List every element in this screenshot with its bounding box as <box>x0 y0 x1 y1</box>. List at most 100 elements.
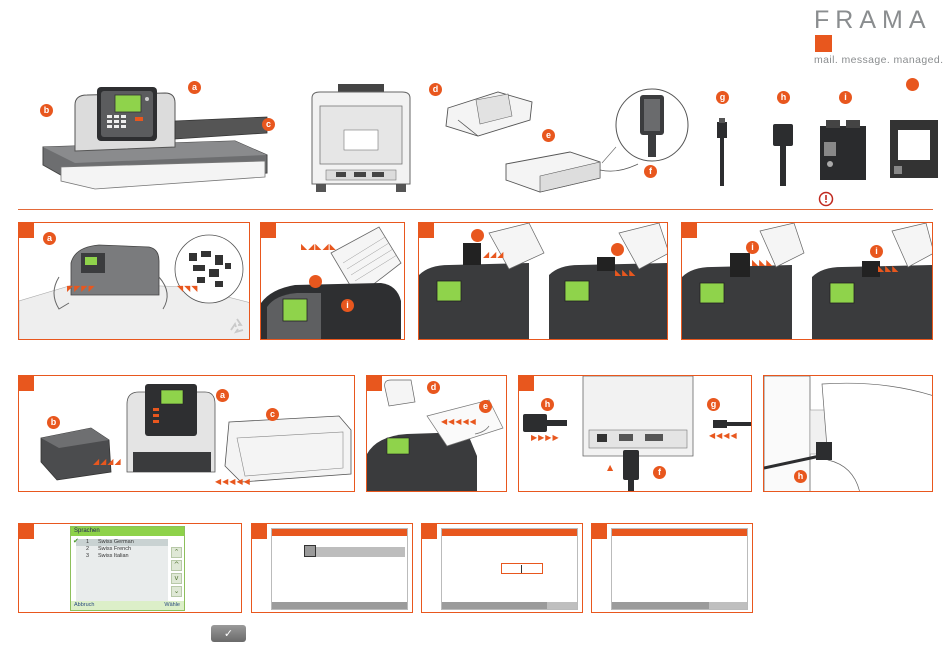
option-row[interactable] <box>305 547 405 557</box>
label-badge-i: i <box>870 245 883 258</box>
checkmark-icon: ✓ <box>224 627 233 640</box>
footer-softkey[interactable] <box>547 602 577 609</box>
confirm-checkmark-button[interactable]: ✓ <box>211 625 246 642</box>
list-item[interactable]: 3 Swiss Italian <box>76 553 168 560</box>
text-cursor <box>521 565 522 573</box>
language-selection-screen: Sprachen ✔ 1 Swiss German 2 Swiss French… <box>70 526 185 611</box>
screen-footer-bar <box>612 602 747 609</box>
cartridge-holder-illustration <box>888 118 942 182</box>
scale-platform-illustration <box>438 90 538 142</box>
frama-logo: FRAMA mail. message. managed. <box>814 6 946 66</box>
attach-arrows: ◢◢◢◢ <box>93 458 122 466</box>
logo-wordmark: FRAMA <box>814 6 932 35</box>
scroll-up-icon[interactable]: ^ <box>171 560 182 571</box>
setup-screen-checkbox <box>271 528 408 610</box>
label-badge-h: h <box>777 91 790 104</box>
step-panel-unpack: a ◤◤◤◤ ◥◥◥ <box>18 222 250 340</box>
label-badge-e: e <box>479 400 492 413</box>
screen-footer-bar <box>272 602 407 609</box>
screen-header-bar <box>442 529 577 536</box>
language-list: ✔ 1 Swiss German 2 Swiss French 3 Swiss … <box>76 539 168 601</box>
label-badge-i: i <box>341 299 354 312</box>
slide-arrows: ◀◀◀◀◀ <box>441 418 477 426</box>
step-panel-open-cover: ◣◢◣◢◣ i <box>260 222 405 340</box>
label-badge-d: d <box>429 83 442 96</box>
label-badge-d: d <box>427 381 440 394</box>
unpack-illustration <box>19 233 250 340</box>
step-panel-plug-power: h <box>763 375 933 492</box>
insert-holder-illustration <box>419 223 668 340</box>
page-up-icon[interactable]: ⌃ <box>171 547 182 558</box>
select-button[interactable]: Wähle <box>164 601 180 610</box>
logo-tagline: mail. message. managed. <box>814 54 946 66</box>
cancel-button[interactable]: Abbruch <box>74 601 95 610</box>
label-badge-f: f <box>644 165 657 178</box>
step-panel-attach-scale: d e ◀◀◀◀◀ <box>366 375 507 492</box>
insert-arrows: ◢◢◢ <box>483 251 504 259</box>
insert-arrows: ◣◣◣ <box>878 265 899 273</box>
screen-header-bar <box>612 529 747 536</box>
setup-screen-input <box>441 528 578 610</box>
assemble-trays-illustration <box>19 376 355 492</box>
logo-square-icon <box>815 35 832 52</box>
orange-marker-badge <box>611 243 624 256</box>
network-cable-illustration <box>710 118 734 188</box>
scroll-controls: ⌃ ^ v ⌄ <box>171 547 182 599</box>
recycle-icon <box>229 318 245 334</box>
label-badge-a: a <box>188 81 201 94</box>
exclamation-circle-icon <box>818 191 834 207</box>
setup-screen-blank <box>611 528 748 610</box>
plug-power-illustration <box>764 376 933 492</box>
checkbox-icon[interactable] <box>304 545 316 557</box>
open-cover-illustration <box>261 223 405 340</box>
orange-marker-badge <box>309 275 322 288</box>
label-badge-i: i <box>839 91 852 104</box>
ink-cartridge-illustration <box>818 120 868 182</box>
list-item[interactable]: 2 Swiss French <box>76 546 168 553</box>
insert-cartridge-illustration <box>682 223 933 340</box>
label-badge-h: h <box>541 398 554 411</box>
section-divider <box>18 209 933 210</box>
attach-scale-illustration <box>367 376 507 492</box>
lift-arrows: ◤◤◤◤ <box>67 285 96 293</box>
footer-softkey[interactable] <box>709 602 747 609</box>
step-corner-marker <box>251 523 267 539</box>
checkmark-icon: ✔ <box>73 538 79 545</box>
insert-arrows: ◣◣◣ <box>615 269 636 277</box>
list-item[interactable]: ✔ 1 Swiss German <box>76 539 168 546</box>
step-panel-assemble-trays: a b c ◢◢◢◢ ◀◀◀◀◀ <box>18 375 355 492</box>
scroll-down-icon[interactable]: v <box>171 573 182 584</box>
label-badge-a: a <box>216 389 229 402</box>
step-corner-marker <box>18 523 34 539</box>
screen-header-bar <box>272 529 407 536</box>
entry-field[interactable] <box>501 563 543 574</box>
step-panel-insert-cartridge: i i ◣◣◣ ◣◣◣ <box>681 222 933 340</box>
open-arrows: ◣◢◣◢◣ <box>301 243 337 251</box>
serial-connector-zoom-illustration <box>614 87 690 163</box>
page-down-icon[interactable]: ⌄ <box>171 586 182 597</box>
label-badge-a: a <box>43 232 56 245</box>
step-corner-marker <box>421 523 437 539</box>
power-cable-illustration <box>770 120 796 188</box>
plug-arrows: ▲ <box>607 464 614 472</box>
label-badge-g: g <box>716 91 729 104</box>
step-corner-marker <box>591 523 607 539</box>
machine-rear-view-illustration <box>306 84 416 199</box>
franking-machine-illustration <box>35 85 275 200</box>
screen-footer-bar <box>442 602 577 609</box>
label-badge-c: c <box>262 118 275 131</box>
attach-arrows: ◀◀◀◀◀ <box>215 478 251 486</box>
plug-arrows: ▶▶▶▶ <box>531 434 560 442</box>
lift-arrows: ◥◥◥ <box>177 285 198 293</box>
label-badge-i: i <box>746 241 759 254</box>
label-badge-c: c <box>266 408 279 421</box>
label-badge-f: f <box>653 466 666 479</box>
label-badge-b: b <box>47 416 60 429</box>
plug-arrows: ◀◀◀◀ <box>709 432 738 440</box>
label-badge-h: h <box>794 470 807 483</box>
screen-footer: Abbruch Wähle <box>71 601 184 610</box>
label-badge-b: b <box>40 104 53 117</box>
step-panel-insert-holder: ◢◢◢ ◣◣◣ <box>418 222 668 340</box>
orange-marker-badge <box>471 229 484 242</box>
screen-title: Sprachen <box>71 527 184 536</box>
